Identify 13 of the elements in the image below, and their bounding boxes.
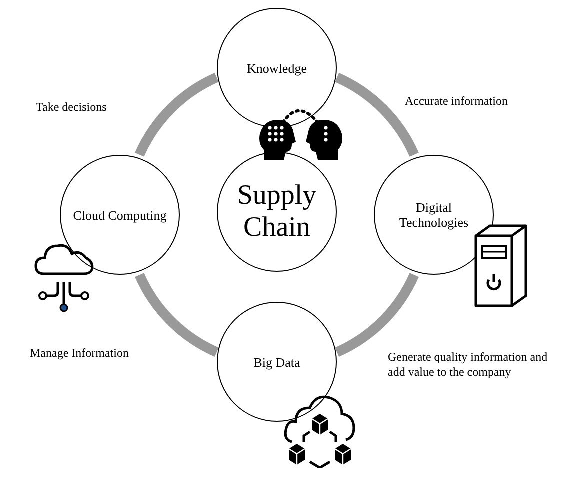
concept-label: Digital Technologies bbox=[398, 200, 470, 230]
concept-label: Knowledge bbox=[246, 60, 308, 76]
benefit-label: Accurate information bbox=[405, 94, 509, 109]
concept-label: Cloud Computing bbox=[72, 208, 168, 222]
ring-connector bbox=[334, 272, 419, 357]
concept-label: Supply Chain bbox=[236, 180, 318, 244]
ring-connector bbox=[135, 73, 220, 158]
concept-label: Big Data bbox=[252, 354, 302, 370]
benefit-label: Take decisions bbox=[36, 100, 108, 115]
benefit-label: Generate quality information and add value to the company bbox=[388, 350, 548, 380]
benefit-label: Manage Information bbox=[30, 346, 130, 361]
ring-connector bbox=[135, 272, 220, 357]
ring-connector bbox=[334, 73, 419, 158]
